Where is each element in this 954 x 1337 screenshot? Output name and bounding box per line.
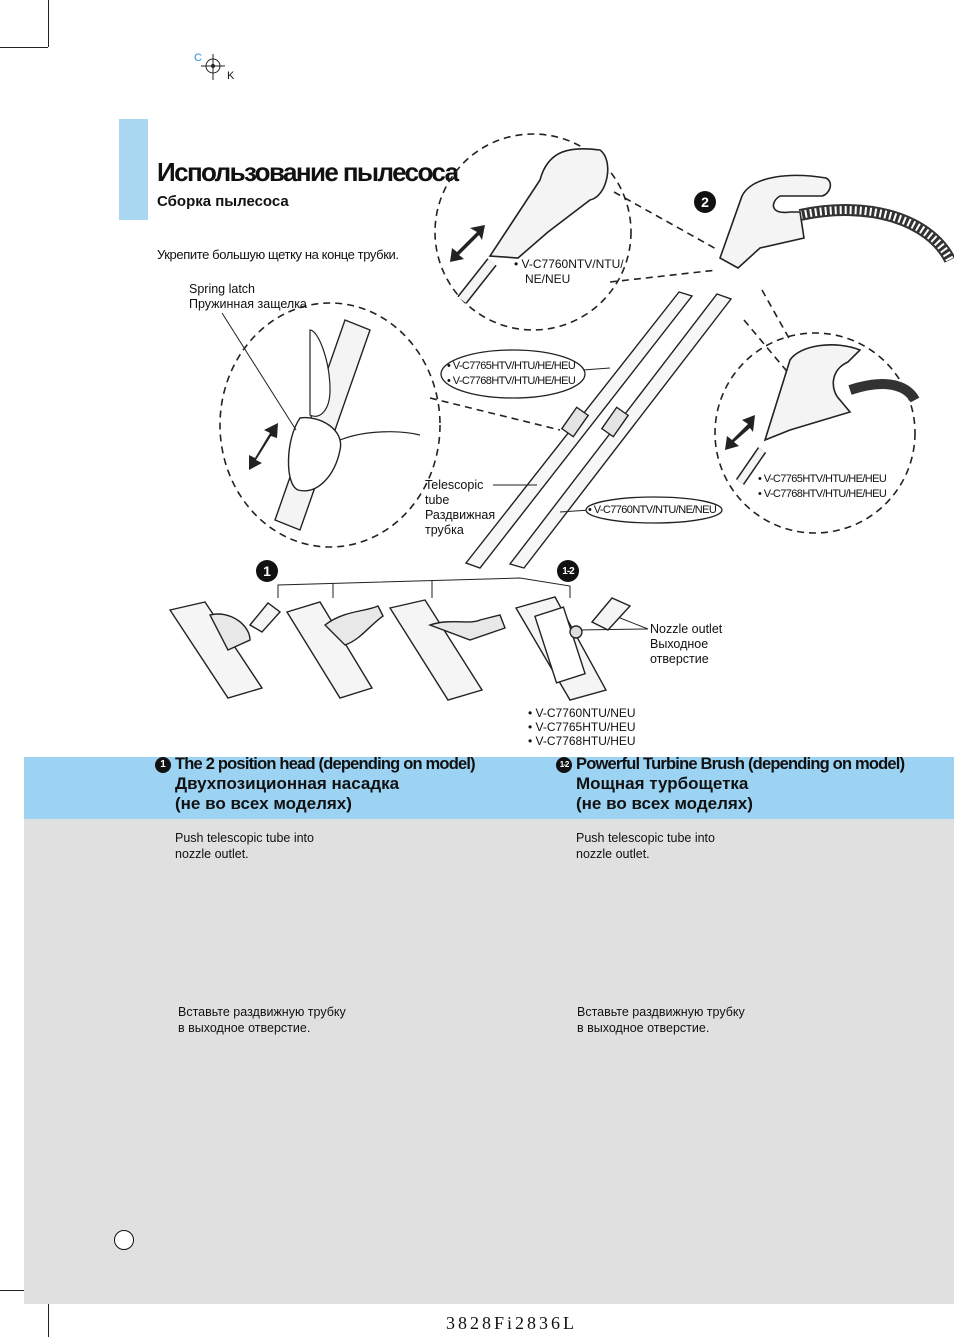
- document-code: 3828Fi2836L: [446, 1313, 578, 1333]
- page-number-circle: [114, 1230, 134, 1250]
- model-list-tube: • V-C7760NTV/NTU/NE/NEU: [588, 504, 717, 516]
- badge-step-1: 1: [256, 560, 278, 582]
- registration-k: K: [227, 70, 235, 82]
- instructions-panel: [24, 819, 954, 1304]
- section-accent-bar: [119, 119, 148, 220]
- section-1-heading-ru: Двухпозиционная насадка: [175, 774, 400, 793]
- crop-mark-bottom-vertical: [48, 1290, 49, 1337]
- badge-step-1-2: 1-2: [557, 560, 579, 582]
- section-1-heading-en: The 2 position head (depending on model): [175, 755, 476, 773]
- section-2-header: 1-2 Powerful Turbine Brush (depending on…: [556, 755, 905, 814]
- page-title: Использование пылесоса: [157, 157, 459, 187]
- section-2-instruction-en: Push telescopic tube into nozzle outlet.: [576, 831, 715, 861]
- section-1-instruction-en: Push telescopic tube into nozzle outlet.: [175, 831, 314, 861]
- section-2-badge: 1-2: [556, 756, 572, 773]
- nozzle-outlet-label: Nozzle outlet Выходное отверстие: [650, 622, 723, 666]
- section-1-instruction-ru: Вставьте раздвижную трубку в выходное от…: [178, 1005, 346, 1035]
- telescopic-tube-label: Telescopic tube Раздвижная трубка: [425, 478, 496, 537]
- section-2-heading-en: Powerful Turbine Brush (depending on mod…: [576, 755, 905, 773]
- model-list-mid: • V-C7765HTV/HTU/HE/HEU • V-C7768HTV/HTU…: [447, 360, 576, 387]
- assembly-illustration: [168, 133, 954, 701]
- section-2-heading-ru: Мощная турбощетка: [576, 774, 749, 793]
- model-list-top: • V-C7760NTV/NTU/ NE/NEU: [514, 257, 624, 286]
- section-1-header: 1 The 2 position head (depending on mode…: [155, 755, 476, 814]
- registration-c: C: [194, 52, 202, 64]
- model-list-right: • V-C7765HTV/HTU/HE/HEU • V-C7768HTV/HTU…: [758, 473, 887, 500]
- spring-latch-label: Spring latch Пружинная защелка: [189, 282, 307, 311]
- section-2-instruction-ru: Вставьте раздвижную трубку в выходное от…: [577, 1005, 745, 1035]
- section-1-badge: 1: [155, 756, 171, 773]
- page-subtitle: Сборка пылесоса: [157, 193, 289, 210]
- registration-mark: C K: [190, 50, 240, 86]
- crop-mark-top-horizontal: [0, 47, 48, 48]
- section-1-heading-ru-note: (не во всех моделях): [175, 794, 352, 813]
- crop-mark-top-vertical: [48, 0, 49, 47]
- turbine-model-list: • V-C7760NTU/NEU • V-C7765HTU/HEU • V-C7…: [528, 706, 636, 748]
- section-header-band: [24, 757, 954, 819]
- intro-text: Укрепите большую щетку на конце трубки.: [157, 247, 399, 262]
- section-2-heading-ru-note: (не во всех моделях): [576, 794, 753, 813]
- badge-step-2: 2: [694, 191, 716, 213]
- crosshair-icon: [201, 54, 225, 80]
